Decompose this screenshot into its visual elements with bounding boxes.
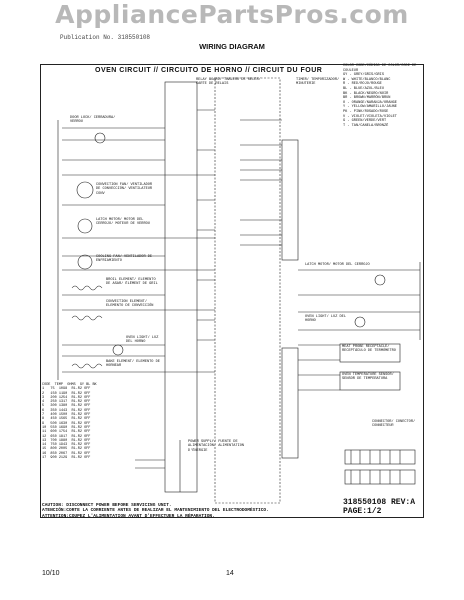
color-legend-item: Y - YELLOW/AMARILLO/JAUNE (343, 105, 397, 110)
right-label-temp-sensor: OVEN TEMPERATURE SENSOR/ SENSOR DE TEMPE… (342, 373, 394, 382)
color-legend-item: W - WHITE/BLANCO/BLANC (343, 77, 391, 82)
color-legend-item: G - GREEN/VERDE/VERT (343, 119, 387, 124)
table-row: 13 700 1880 R1-R2 OFF (42, 438, 91, 443)
right-label-latch-motor: LATCH MOTOR/ MOTOR DEL CERROJO (305, 263, 370, 267)
color-legend-item: BK - BLACK/NEGRO/NOIR (343, 91, 389, 96)
color-legend-item: R - RED/ROJO/ROUGE (343, 82, 382, 87)
caution-fr: ATTENTION:COUPEZ L'ALIMENTATION AVANT D'… (42, 513, 215, 519)
footer-page-number: 14 (226, 570, 234, 577)
latch-motor-icon (77, 218, 93, 234)
color-legend-item: O - ORANGE/NARANJA/ORANGE (343, 100, 397, 105)
page-title: WIRING DIAGRAM (199, 42, 265, 51)
doc-number-block: 318550108 REV:A PAGE:1/2 (343, 498, 415, 516)
right-oven-light-icon (354, 316, 366, 328)
table-row: 6 350 1443 R1-R2 OFF (42, 408, 91, 413)
footer-date: 10/10 (42, 570, 60, 577)
meat-probe-box (339, 343, 401, 363)
oven-light-bulb-icon (112, 344, 124, 356)
header-ref: Publication No. 318550108 (60, 34, 151, 41)
broil-element-icon (71, 285, 103, 291)
caution-es: ATENCIÓN:CORTE LA CORRIENTE ANTES DE REA… (42, 508, 269, 514)
temp-code-table: CODE TEMP OHMS GY BL BK 1 75 1098 R1-R2 … (42, 383, 97, 460)
component-label-bake-element: BAKE ELEMENT/ ELEMENTO DE HORNEAR (106, 360, 160, 369)
color-legend-item: V - VIOLET/VIOLETA/VIOLET (343, 114, 397, 119)
table-row: 15 800 2005 R1-R2 OFF (42, 447, 91, 452)
component-label-convection-fan: CONVECTION FAN/ VENTILADOR DE CONVECCIÓN… (96, 183, 153, 196)
connectors-label: CONNECTOR/ CONECTOR/ CONNECTEUR (372, 420, 416, 429)
component-label-door-lock: DOOR LOCK/ CERRADURA/ VERROU (70, 116, 116, 125)
color-legend-item: BR - BROWN/MARRÓN/BRUN (343, 96, 391, 101)
relay-board-outline (164, 81, 198, 493)
connector-p13 (281, 139, 299, 261)
table-row: 4 250 1317 R1-R2 OFF (42, 400, 91, 405)
color-legend-item: T - TAN/CANELA/BRONZÉ (343, 123, 389, 128)
caution-notice: CAUTION: DISCONNECT POWER BEFORE SERVICI… (42, 503, 342, 519)
right-label-meat-probe: MEAT PROBE RECEPTACLE/ RECEPTÁCULO DE TE… (342, 345, 396, 354)
connector-p14 (281, 347, 299, 459)
table-header-row: CODE TEMP OHMS GY BL BK (42, 383, 97, 387)
table-row: 2 150 1190 R1-R2 OFF (42, 391, 91, 396)
color-legend: COLOR CODE/CÓDIGO DE COLOR/CODE DE COULE… (343, 64, 423, 128)
component-label-convection-element: CONVECTION ELEMENT/ ELEMENTO DE CONVECCI… (106, 300, 154, 309)
watermark: AppliancePartsPros.com (55, 0, 409, 29)
oven-circuit-title: OVEN CIRCUIT // CIRCUITO DE HORNO // CIR… (95, 67, 323, 74)
component-label-cooling-fan: COOLING FAN/ VENTILADOR DE ENFRIAMIENTO (96, 255, 153, 264)
right-latch-motor-icon (374, 274, 386, 286)
door-lock-switch-icon (94, 132, 106, 144)
timer-label: TIMER/ TEMPORIZADOR/ MINUTERIE (296, 78, 340, 87)
relay-board-label: RELAY BOARD/ TABLERO DE RELÉS/ CARTE DE … (196, 78, 261, 87)
color-legend-heading: COLOR CODE/CÓDIGO DE COLOR/CODE DE COULE… (343, 64, 417, 73)
temp-sensor-box (339, 371, 401, 391)
component-label-broil-element: BROIL ELEMENT/ ELEMENTO DE ASAR/ ÉLÉMENT… (106, 278, 158, 287)
table-row: 9 500 1630 R1-R2 OFF (42, 421, 91, 426)
color-legend-item: GY - GREY/GRIS/GRIS (343, 73, 384, 78)
table-row: 14 750 1943 R1-R2 OFF (42, 443, 91, 448)
cooling-fan-motor-icon (77, 254, 93, 270)
table-row: 12 650 1817 R1-R2 OFF (42, 434, 91, 439)
table-row: 1 75 1098 R1-R2 OFF (42, 387, 91, 392)
convection-element-icon (71, 315, 103, 321)
color-legend-item: BL - BLUE/AZUL/BLEU (343, 86, 384, 91)
table-row: 17 900 2129 R1-R2 OFF (42, 456, 91, 461)
color-legend-item: PK - PINK/ROSADO/ROSE (343, 109, 389, 114)
bake-element-icon (71, 363, 103, 369)
power-supply-label: POWER SUPPLY/ FUENTE DE ALIMENTACIÓN/ AL… (188, 440, 245, 453)
table-row: 5 300 1380 R1-R2 OFF (42, 404, 91, 409)
table-row: 8 450 1565 R1-R2 OFF (42, 417, 91, 422)
caution-en: CAUTION: DISCONNECT POWER BEFORE SERVICI… (42, 503, 172, 508)
component-label-latch-motor: LATCH MOTOR/ MOTOR DEL CERROJO/ MOTEUR D… (96, 218, 150, 227)
diagram-frame (40, 64, 424, 518)
table-row: 3 200 1254 R1-R2 OFF (42, 395, 91, 400)
convection-fan-motor-icon (76, 181, 94, 199)
doc-number: 318550108 REV:A (343, 498, 416, 507)
right-label-oven-light: OVEN LIGHT/ LUZ DEL HORNO (305, 315, 346, 324)
control-board-outline (214, 77, 281, 504)
component-label-oven-light: OVEN LIGHT/ LUZ DEL HORNO (126, 336, 159, 345)
table-row: 10 550 1690 R1-R2 OFF (42, 425, 91, 430)
table-row: 7 400 1500 R1-R2 OFF (42, 413, 91, 418)
table-row: 11 600 1754 R1-R2 OFF (42, 430, 91, 435)
page-label: PAGE:1/2 (343, 507, 382, 516)
table-row: 16 850 2067 R1-R2 OFF (42, 451, 91, 456)
